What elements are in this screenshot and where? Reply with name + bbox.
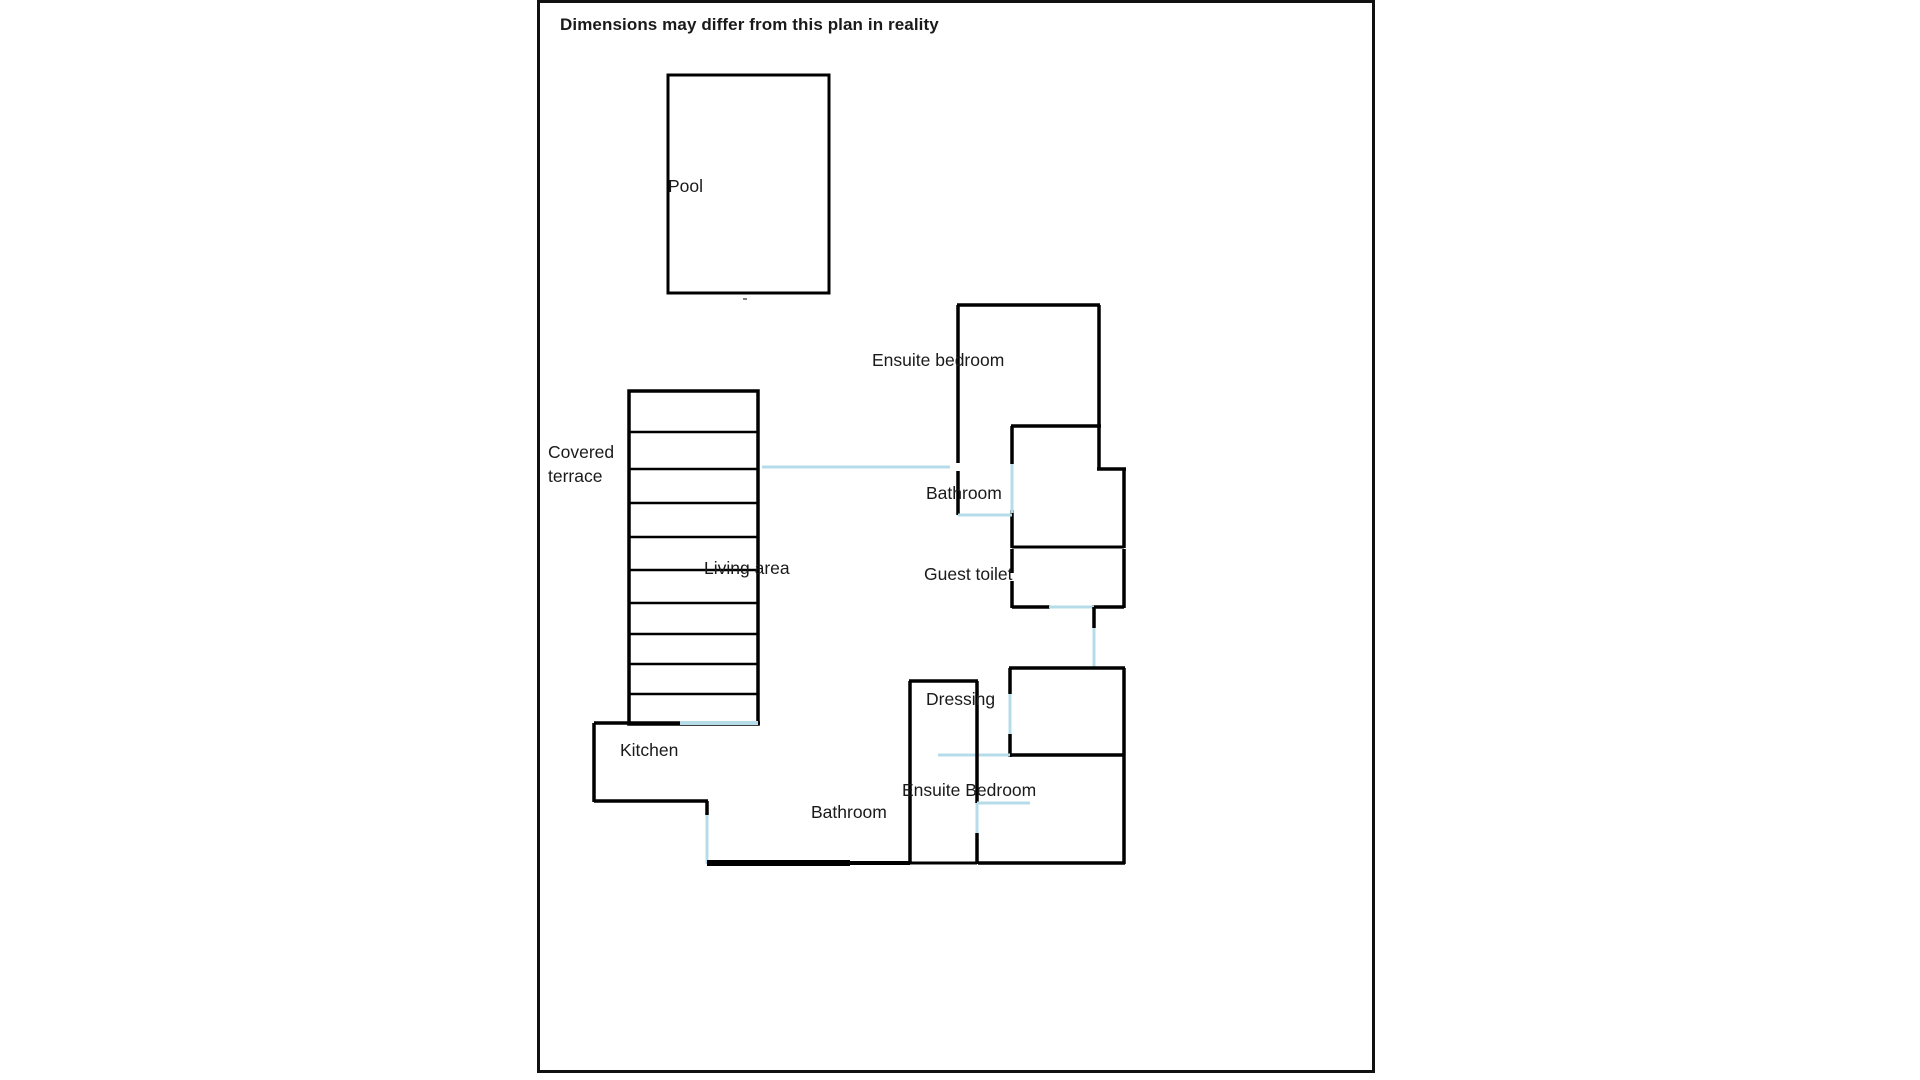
room-label-kitchen: Kitchen xyxy=(620,740,679,760)
pool-room xyxy=(666,73,831,295)
room-label-guest-toilet: Guest toilet xyxy=(924,564,1013,584)
dressing-room xyxy=(1008,666,1126,757)
room-label-covered-terrace: Covered terrace xyxy=(548,440,658,488)
guest-toilet-room xyxy=(1010,549,1126,609)
bathroom-upper-room xyxy=(1010,424,1126,549)
kitchen-room xyxy=(592,721,760,815)
room-label-bathroom-upper: Bathroom xyxy=(926,483,1002,503)
bathroom-lower-room xyxy=(908,679,979,865)
floor-plan-drawing xyxy=(592,73,1126,866)
pool-outline xyxy=(666,73,831,295)
room-label-covered-terrace-line1: Covered xyxy=(548,442,615,462)
room-label-living-area: Living area xyxy=(704,558,790,578)
room-label-ensuite-bedroom-lower: Ensuite Bedroom xyxy=(902,780,1037,800)
ensuite-bedroom-upper-room xyxy=(956,303,1101,515)
ensuite-bedroom-lower-room xyxy=(975,756,1126,865)
room-label-ensuite-bedroom-upper: Ensuite bedroom xyxy=(872,350,1005,370)
room-label-pool: Pool xyxy=(668,176,704,196)
disclaimer-note: Dimensions may differ from this plan in … xyxy=(560,15,939,34)
plan-frame: Dimensions may differ from this plan in … xyxy=(537,0,1375,1073)
room-label-covered-terrace-line2: terrace xyxy=(548,466,603,486)
room-label-bathroom-lower: Bathroom xyxy=(811,802,887,822)
room-label-dressing: Dressing xyxy=(926,689,996,709)
